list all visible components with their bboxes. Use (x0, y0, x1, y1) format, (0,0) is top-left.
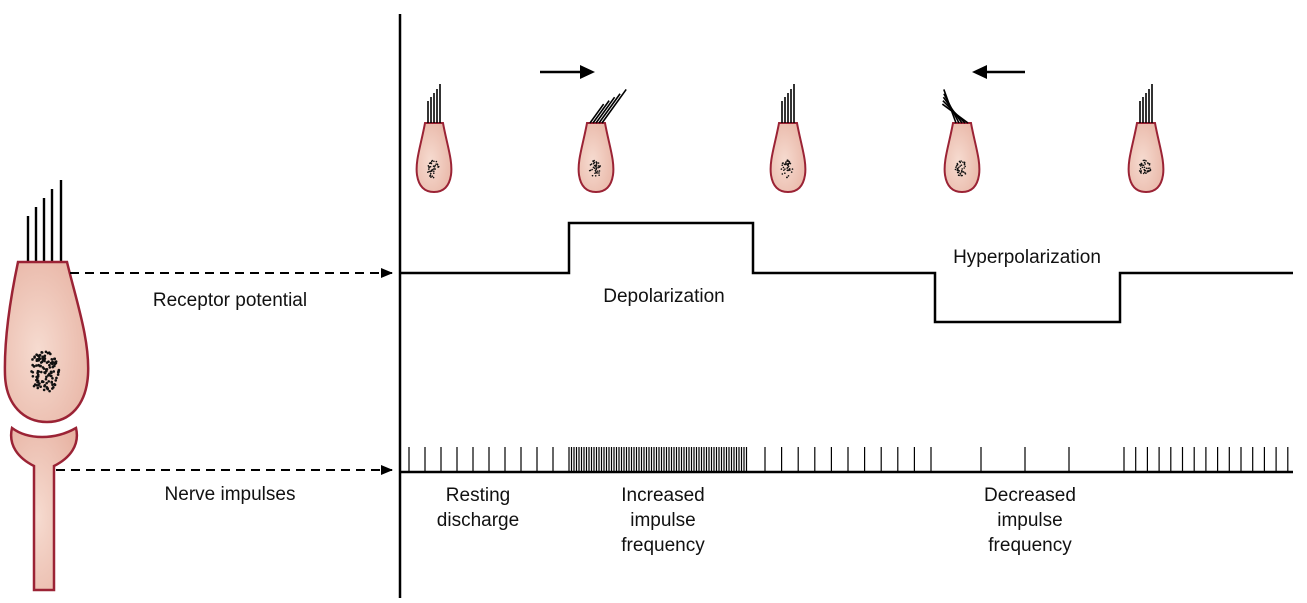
receptor-potential-trace (400, 221, 1293, 324)
impulse-spikes (408, 447, 1289, 472)
small-nucleus (588, 159, 602, 177)
large-cell-body (3, 260, 90, 424)
small-hair-cell (415, 84, 453, 194)
large-stereocilia (26, 180, 63, 262)
small-nucleus (427, 159, 440, 179)
small-hair-cell (1127, 84, 1165, 194)
small-cell-body (577, 122, 615, 194)
small-nucleus (780, 159, 794, 179)
resting-label-line1: Resting (446, 485, 510, 506)
large-nucleus (30, 350, 61, 393)
resting-discharge-label: Resting discharge (437, 485, 519, 531)
small-stereocilia (1139, 84, 1153, 123)
small-nucleus (1138, 159, 1152, 175)
right-deflection-arrow (540, 65, 595, 79)
small-stereocilia (427, 84, 441, 123)
nerve-impulses-label: Nerve impulses (165, 484, 296, 505)
decreased-label-line1: Decreased (984, 485, 1076, 506)
small-stereocilia (781, 84, 795, 123)
afferent-nerve-terminal (9, 425, 79, 592)
increased-label-line1: Increased (621, 485, 704, 506)
small-cell-body (415, 122, 453, 194)
small-stereocilia (941, 89, 969, 124)
increased-label-line2: impulse (630, 510, 695, 531)
small-stereocilia (589, 88, 627, 124)
small-hair-cell (769, 84, 807, 194)
small-cell-body (943, 122, 981, 194)
hyperpolarization-label: Hyperpolarization (953, 247, 1101, 268)
receptor-potential-label: Receptor potential (153, 290, 307, 311)
decreased-frequency-label: Decreased impulse frequency (984, 485, 1076, 556)
decreased-label-line2: impulse (997, 510, 1062, 531)
small-hair-cell (941, 89, 981, 194)
resting-label-line2: discharge (437, 510, 519, 531)
small-hair-cells (415, 84, 1165, 194)
small-hair-cell (577, 88, 627, 194)
large-hair-cell (3, 180, 90, 592)
small-cell-body (1127, 122, 1165, 194)
left-deflection-arrow (972, 65, 1025, 79)
depolarization-label: Depolarization (603, 286, 724, 307)
increased-label-line3: frequency (621, 535, 705, 556)
small-nucleus (954, 160, 967, 177)
small-cell-body (769, 122, 807, 194)
decreased-label-line3: frequency (988, 535, 1072, 556)
increased-frequency-label: Increased impulse frequency (621, 485, 705, 556)
